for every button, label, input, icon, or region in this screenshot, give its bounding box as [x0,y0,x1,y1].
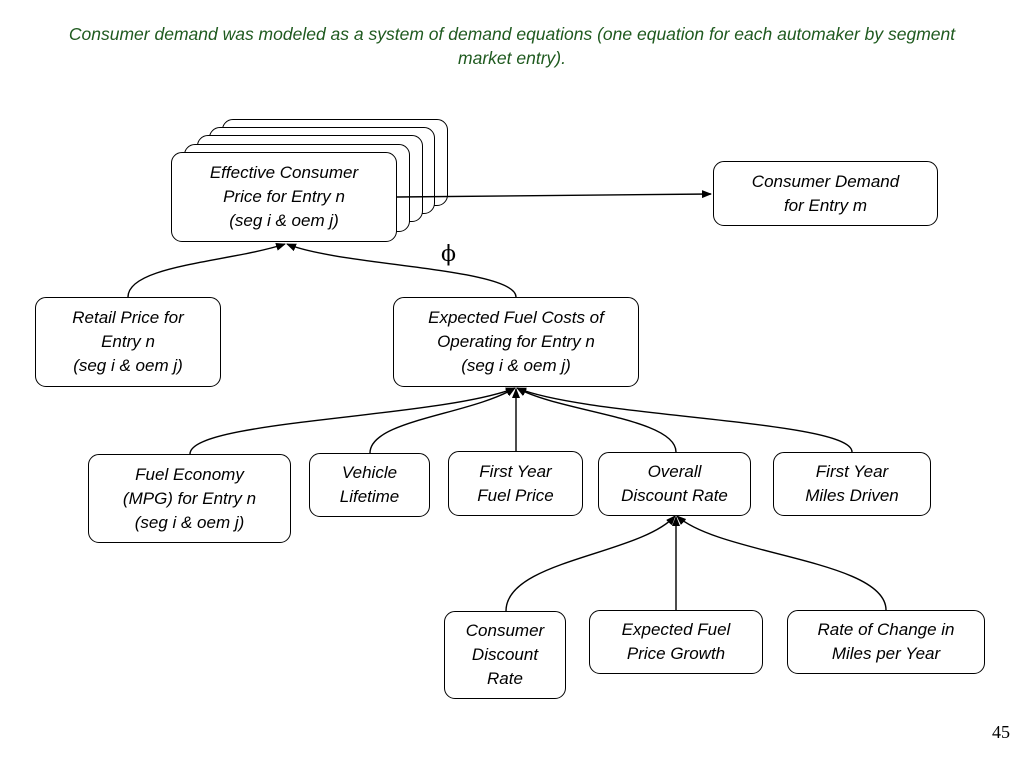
arrow-fuelcosts-to-effective [286,243,517,298]
arrow-milesrate-to-overall [676,515,887,611]
phi-symbol: ϕ [441,242,456,267]
consumer-discount-rate-box: Consumer Discount Rate [444,611,566,699]
effective-consumer-price-box: Effective Consumer Price for Entry n (se… [171,152,397,242]
arrow-lifetime-to-fuelcosts [369,387,516,454]
overall-discount-rate-box: Overall Discount Rate [598,452,751,516]
rate-of-change-miles-box: Rate of Change in Miles per Year [787,610,985,674]
arrow-fueleconomy-to-fuelcosts [189,387,516,455]
arrow-miles-to-fuelcosts [516,387,853,453]
arrow-consumerdiscount-to-overall [505,515,676,612]
fuel-economy-box: Fuel Economy (MPG) for Entry n (seg i & … [88,454,291,543]
first-year-fuel-price-box: First Year Fuel Price [448,451,583,516]
first-year-miles-box: First Year Miles Driven [773,452,931,516]
consumer-demand-box: Consumer Demand for Entry m [713,161,938,226]
retail-price-box: Retail Price for Entry n (seg i & oem j) [35,297,221,387]
expected-fuel-costs-box: Expected Fuel Costs of Operating for Ent… [393,297,639,387]
arrow-effective-to-demand [396,190,712,199]
arrow-retail-to-effective [127,242,286,298]
page-number: 45 [992,722,1010,742]
arrow-discountrate-to-fuelcosts [516,387,677,453]
vehicle-lifetime-box: Vehicle Lifetime [309,453,430,517]
expected-fuel-price-growth-box: Expected Fuel Price Growth [589,610,763,674]
slide-caption: Consumer demand was modeled as a system … [68,24,956,68]
